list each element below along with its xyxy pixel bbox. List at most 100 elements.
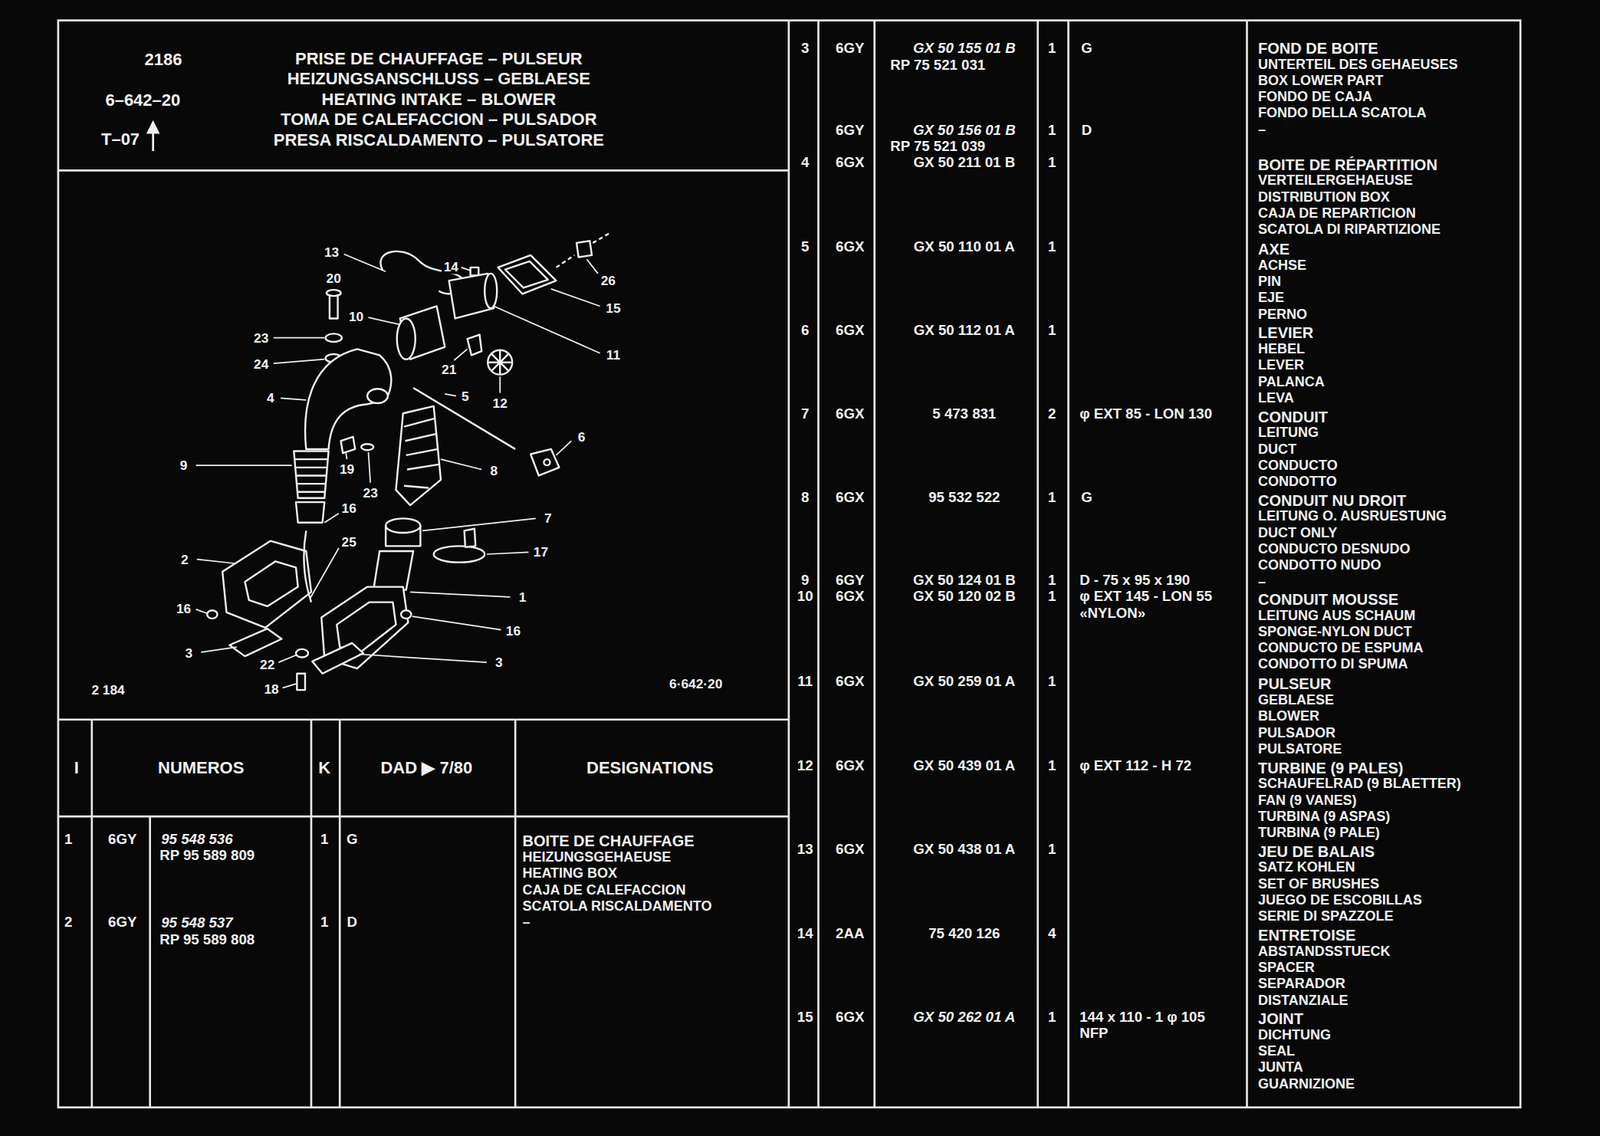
table-cell: BOITE DE RÉPARTITION	[1258, 156, 1438, 172]
table-cell: 1	[1048, 841, 1056, 857]
parts	[206, 233, 611, 691]
duct	[395, 406, 441, 506]
gasket	[498, 255, 557, 295]
bolt	[329, 293, 339, 319]
table-cell: «NYLON»	[1079, 605, 1146, 621]
table-cell: LEVIER	[1258, 325, 1314, 341]
leader-line	[444, 394, 457, 397]
grid-line	[1067, 20, 1070, 1108]
table-cell: GX 50 156 01 B	[913, 122, 1016, 138]
screw	[296, 673, 306, 690]
clamp-clip	[464, 528, 477, 548]
table-cell: 6GY	[108, 914, 137, 930]
fan-vanes	[487, 350, 513, 375]
table-cell: 1	[1048, 1009, 1056, 1025]
table-cell: CONDUIT	[1258, 408, 1328, 424]
grid-line	[1036, 20, 1039, 1108]
leader-line	[345, 453, 347, 460]
callout-number: 25	[339, 534, 359, 550]
table-cell: 75 420 126	[928, 926, 1000, 941]
header-text: 6–642–20	[105, 91, 181, 109]
table-cell: DISTRIBUTION BOX	[1258, 190, 1390, 204]
table-cell: GX 50 262 01 A	[913, 1009, 1016, 1025]
grid-line	[514, 719, 517, 1108]
table-cell: JUNTA	[1258, 1061, 1304, 1075]
callout-number: 9	[177, 457, 190, 474]
screw	[467, 335, 483, 356]
table-cell: SET OF BRUSHES	[1258, 877, 1380, 891]
table-cell: FONDO DE CAJA	[1258, 90, 1373, 105]
table-cell: GX 50 120 02 B	[913, 588, 1016, 604]
table-cell: 8	[801, 489, 809, 505]
table-cell: GX 50 438 01 A	[913, 841, 1016, 857]
leader-line	[324, 513, 339, 523]
table-cell: LEVER	[1258, 358, 1305, 373]
table-cell: BOX LOWER PART	[1258, 73, 1384, 88]
sleeve-end	[385, 518, 421, 533]
callout-number: 3	[183, 645, 195, 661]
table-cell: 4	[801, 154, 809, 170]
leader-line	[273, 359, 326, 364]
table-cell: 2AA	[835, 926, 865, 941]
table-cell: RP 95 589 809	[159, 847, 255, 863]
table-cell: 4	[1048, 926, 1056, 941]
table-cell: 7	[801, 406, 809, 421]
table-cell: φ EXT 145 - LON 55	[1079, 588, 1213, 604]
fan	[487, 350, 513, 375]
table-cell: 6GY	[835, 572, 865, 588]
table-cell: –	[522, 916, 530, 930]
table-cell: CONDOTTO NUDO	[1258, 558, 1381, 573]
table-cell: LEITUNG O. AUSRUESTUNG	[1258, 509, 1447, 524]
table-cell: SCATOLA RISCALDAMENTO	[522, 899, 712, 914]
nut	[295, 649, 309, 658]
table-cell: HEBEL	[1258, 341, 1305, 356]
table-cell: 1	[1048, 40, 1056, 56]
grid-line	[1245, 20, 1249, 1108]
distribution-box	[305, 348, 391, 449]
table-cell: CAJA DE REPARTICION	[1258, 206, 1417, 221]
grid-lines	[58, 20, 1521, 1108]
callout-number: 7	[542, 510, 554, 526]
table-cell: 1	[1048, 673, 1056, 689]
table-cell: GX 50 124 01 B	[913, 572, 1016, 588]
callout-number: 16	[503, 623, 523, 639]
sleeve	[295, 502, 325, 523]
callout-number: 1	[516, 589, 529, 605]
leader-line	[278, 655, 296, 663]
table-cell: 1	[1048, 489, 1056, 505]
table-cell: D - 75 x 95 x 190	[1079, 572, 1190, 588]
callout-number: 16	[339, 500, 359, 516]
table-cell: 6GX	[835, 406, 865, 421]
header-text: TOMA DE CALEFACCION – PULSADOR	[280, 111, 597, 129]
table-cell: 5 473 831	[932, 406, 996, 421]
leader-line	[280, 397, 306, 401]
table-cell: 6GX	[835, 673, 865, 689]
header-text: NUMEROS	[157, 758, 244, 776]
callout-number: 5	[459, 388, 471, 405]
grid-line	[58, 718, 789, 721]
table-cell: 1	[1048, 122, 1056, 138]
table-cell: SCHAUFELRAD (9 BLAETTER)	[1258, 777, 1462, 792]
table-cell: 15	[797, 1009, 814, 1025]
leader-line	[367, 452, 371, 483]
lever-hole	[543, 459, 550, 466]
callout-number: 10	[346, 308, 366, 325]
table-cell: GEBLAESE	[1258, 693, 1334, 707]
outer-border	[58, 20, 1521, 1108]
table-cell: 2	[64, 914, 73, 930]
callout-number: 14	[441, 259, 461, 275]
table-cell: LEVA	[1258, 390, 1295, 405]
table-cell: 6GX	[835, 322, 865, 338]
leader-line	[359, 653, 487, 663]
table-cell: ACHSE	[1258, 258, 1307, 273]
table-cell: LEITUNG AUS SCHAUM	[1258, 608, 1416, 623]
outlet	[367, 388, 388, 404]
header-text: I	[74, 758, 79, 776]
table-cell: JOINT	[1258, 1011, 1304, 1027]
callout-number: 16	[174, 601, 194, 617]
table-cell: 13	[797, 841, 814, 857]
header-text: T–07	[101, 130, 140, 148]
table-cell: GX 50 112 01 A	[913, 322, 1016, 338]
clip	[400, 610, 411, 619]
